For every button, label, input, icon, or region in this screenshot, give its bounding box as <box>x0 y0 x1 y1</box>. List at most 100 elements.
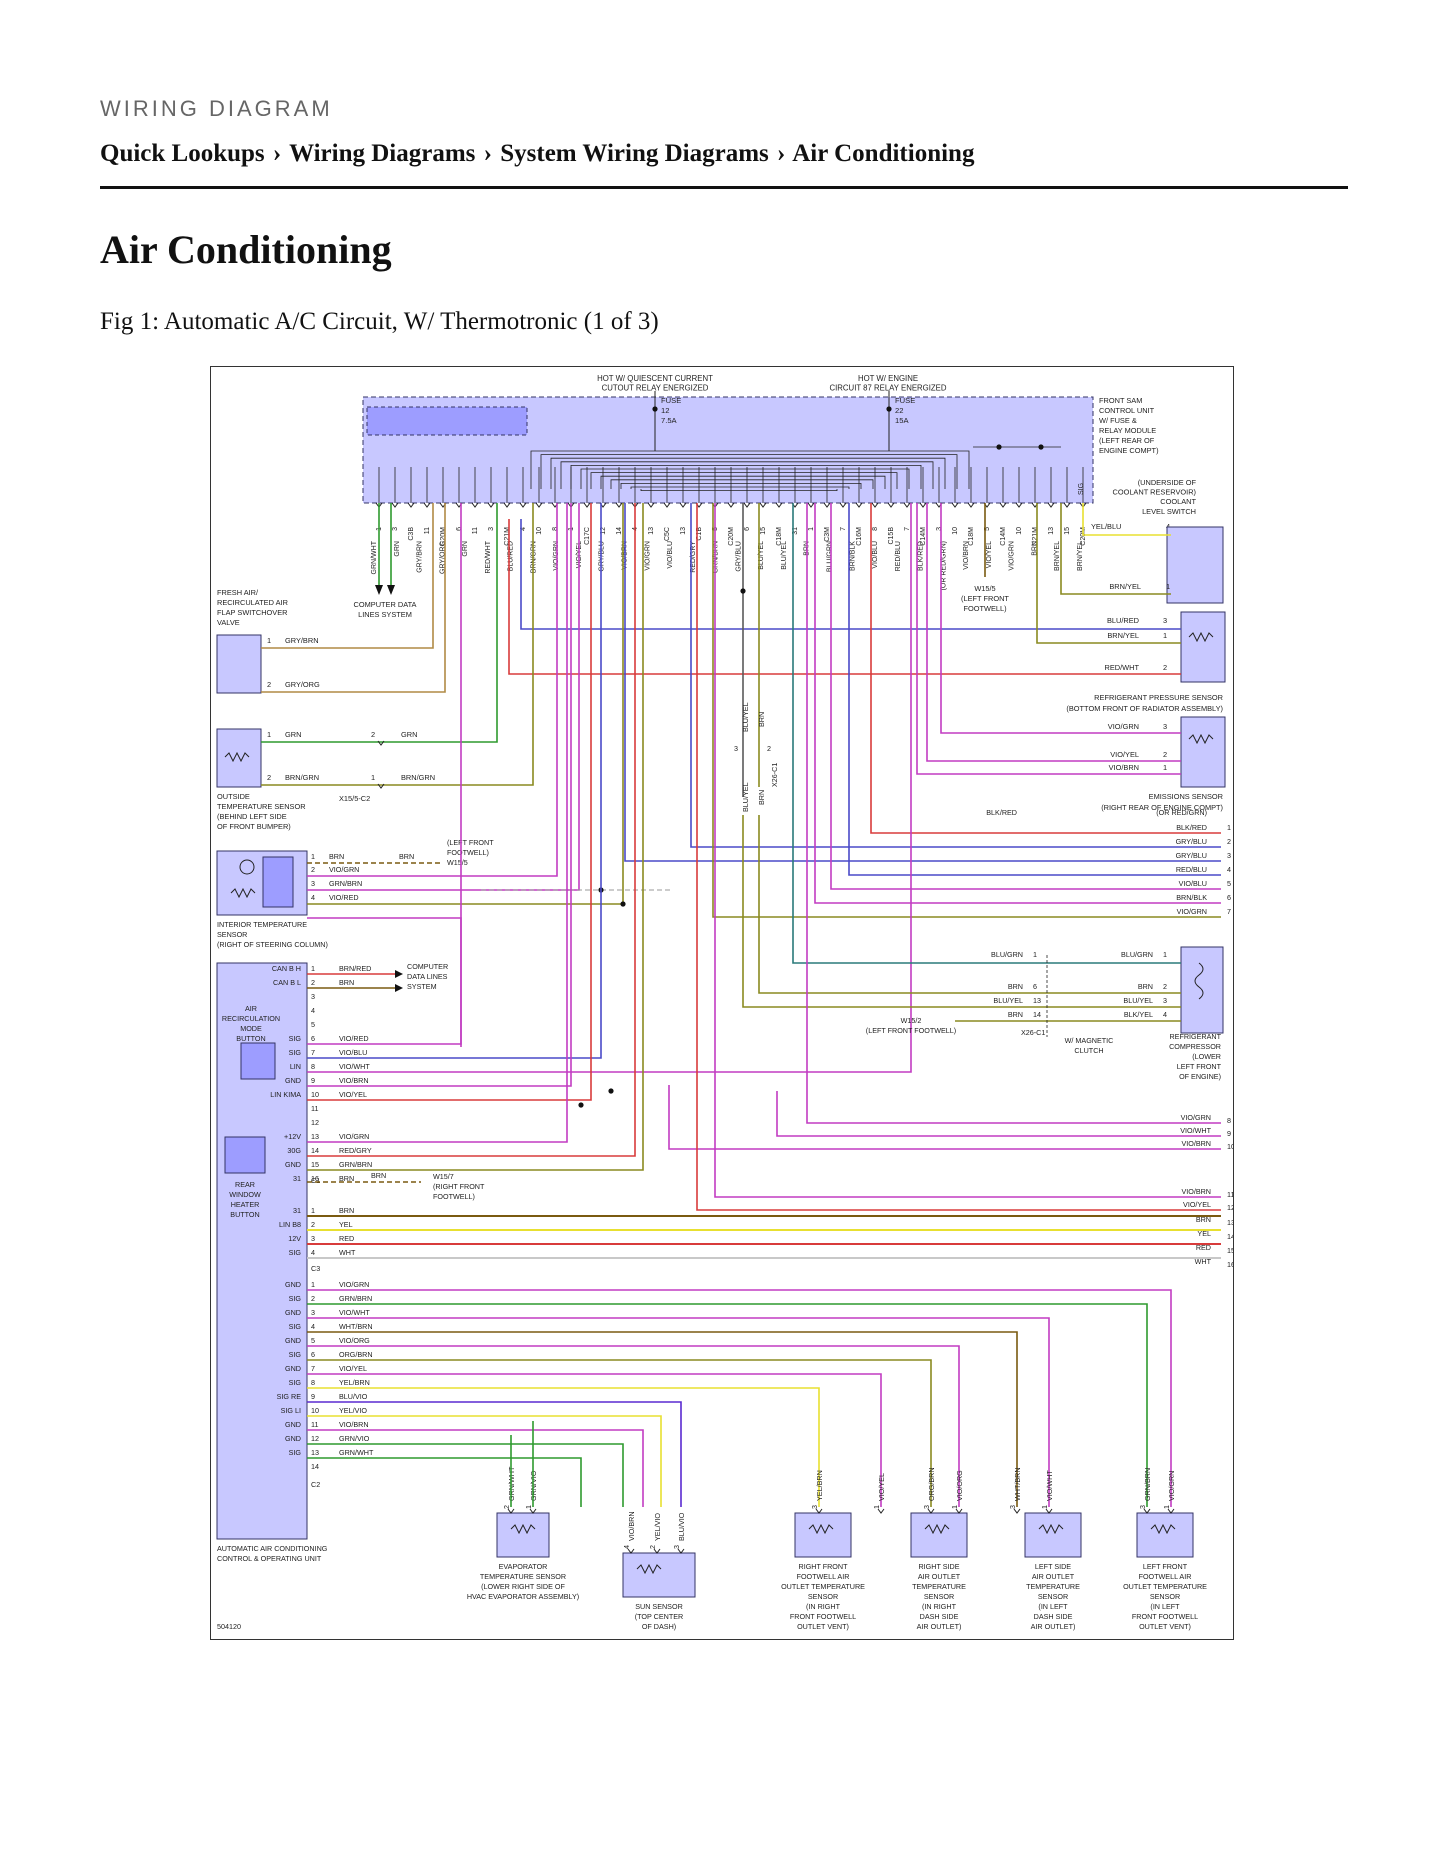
c3-pin-number: 1 <box>311 1206 315 1215</box>
sam-wire-label: BLU/YEL <box>758 541 765 570</box>
breadcrumb-wiring-diagrams[interactable]: Wiring Diagrams <box>289 140 476 167</box>
sam-pin-label: C20M <box>440 527 447 546</box>
interior-sensor-fan-icon <box>239 859 255 875</box>
c1-wire-label: VIO/BLU <box>339 1048 367 1057</box>
sam-wire-label: BLU/YEL <box>781 541 788 570</box>
bottom-sensor-connector <box>627 1548 635 1554</box>
bottom-sensor-connector <box>927 1508 935 1514</box>
sam-pin-label: 5 <box>984 527 991 531</box>
bottom-sensor-rf <box>794 1512 852 1558</box>
w15-5-front-label: (LEFT FRONT <box>961 594 1009 603</box>
continuation-2-wire-label: RED <box>1196 1243 1211 1252</box>
c1-pin-number: 2 <box>311 978 315 987</box>
bottom-sensor-pin: 2 <box>502 1505 511 1509</box>
sam-pin-label: C14M <box>1000 527 1007 546</box>
wire-blu-grn-comp <box>792 503 1181 964</box>
coolant-switch-label: (UNDERSIDE OF <box>1138 478 1197 487</box>
recirc-mode-button-icon <box>240 1042 276 1080</box>
breadcrumb-system-wiring-diagrams[interactable]: System Wiring Diagrams <box>500 140 769 167</box>
c3-pin-number: 3 <box>311 1234 315 1243</box>
bottom-sensor-pin: 3 <box>1138 1505 1147 1509</box>
breadcrumb-quick-lookups[interactable]: Quick Lookups <box>100 140 265 167</box>
c2-pin-number: 1 <box>311 1280 315 1289</box>
c1-wire-label: VIO/BRN <box>339 1076 369 1085</box>
sam-pin-label: 3 <box>488 527 495 531</box>
c2-pin-number: 12 <box>311 1434 319 1443</box>
bottom-sensor-rs <box>910 1512 968 1558</box>
sam-pin-label: 3 <box>392 527 399 531</box>
emissions-sensor-resistor <box>1188 733 1214 745</box>
wire-blu-yel-comp <box>742 815 1181 1008</box>
wire-vio-grn-int <box>307 503 558 877</box>
sam-wire-label: RED/BLU <box>895 541 902 571</box>
fuse-label: 22 <box>895 406 903 415</box>
wire-brn-yel-2 <box>1036 503 1181 644</box>
bottom-sensor-label-ls: (IN LEFT <box>1038 1602 1068 1611</box>
bottom-sensor-label-ls: SENSOR <box>1038 1592 1068 1601</box>
sam-wire-label: BRN <box>1031 541 1038 556</box>
sam-internal-bus <box>580 468 910 489</box>
emissions-sensor-label: (RIGHT REAR OF ENGINE COMPT) <box>1101 803 1223 812</box>
outside-wire-label: BRN/GRN <box>401 773 435 782</box>
sam-wire-label: VIO/BLU <box>872 541 879 569</box>
bottom-sensor-connector <box>507 1508 515 1514</box>
sam-wire-label: GRY/ORG <box>439 541 446 574</box>
outside-pin: 1 <box>371 773 375 782</box>
sam-wire-label: RED/WHT <box>485 540 492 573</box>
sam-pin-connector <box>855 502 863 508</box>
c1-wire-label: VIO/WHT <box>339 1062 370 1071</box>
c1-wire <box>307 503 644 1171</box>
sam-pin-connector <box>423 502 431 508</box>
bottom-sensor-label-rf: FRONT FOOTWELL <box>790 1612 856 1621</box>
interior-pin: 3 <box>311 879 315 888</box>
hot-label-quiescent: CUTOUT RELAY ENERGIZED <box>602 383 709 392</box>
sam-internal-bus <box>600 475 886 489</box>
flap-valve-label: FLAP SWITCHOVER <box>217 608 288 617</box>
outside-sensor-resistor <box>224 751 250 763</box>
c1-pin-number: 14 <box>311 1146 319 1155</box>
c1-pin-number: 13 <box>311 1132 319 1141</box>
coolant-pin-label: 1 <box>1166 582 1170 591</box>
sam-pin-label: C5C <box>664 527 671 541</box>
vertical-pin: 2 <box>767 744 771 753</box>
sam-pin-connector <box>967 502 975 508</box>
c2-pin-number: 6 <box>311 1350 315 1359</box>
c1-wire-label: BRN <box>339 978 354 987</box>
coolant-switch-label: COOLANT <box>1160 497 1196 506</box>
rear-window-label: WINDOW <box>229 1190 261 1199</box>
bottom-sensor-label-rs: SENSOR <box>924 1592 954 1601</box>
bottom-sensor-label-ls: TEMPERATURE <box>1026 1582 1080 1591</box>
bottom-sensor-resistor <box>1150 1523 1176 1535</box>
breadcrumb-air-conditioning[interactable]: Air Conditioning <box>792 140 975 167</box>
sam-pin-connector <box>391 502 399 508</box>
sam-internal-bus <box>550 457 946 489</box>
computer-data-mid-label: DATA LINES <box>407 972 448 981</box>
pressure-pin: 2 <box>1163 663 1167 672</box>
c1-pin-number: 10 <box>311 1090 319 1099</box>
c2-wire <box>307 1387 820 1507</box>
sam-internal-bus <box>560 461 934 489</box>
continuation-1-wire-label: VIO/BLU <box>1179 879 1207 888</box>
computer-data-mid-label: SYSTEM <box>407 982 437 991</box>
sam-pin-connector <box>583 502 591 508</box>
c2-signal-label: GND <box>285 1434 301 1443</box>
coolant-wire-brn-yel <box>1060 503 1171 595</box>
sam-module-label: W/ FUSE & <box>1099 416 1137 425</box>
vertical-wire-label: BRN <box>757 712 766 727</box>
sam-pin-label: 13 <box>1048 527 1055 535</box>
c2-pin-number: 7 <box>311 1364 315 1373</box>
sam-pin-label: C17C <box>584 527 591 545</box>
bottom-sensor-label-rs: TEMPERATURE <box>912 1582 966 1591</box>
c1-signal-label: LIN KIMA <box>270 1090 301 1099</box>
interior-wire-label: VIO/RED <box>329 893 359 902</box>
wire-grn-outside <box>261 503 498 743</box>
breadcrumb: Quick Lookups › Wiring Diagrams › System… <box>100 140 974 168</box>
flap-valve-label: FRESH AIR/ <box>217 588 259 597</box>
bottom-sensor-connector <box>1143 1508 1151 1514</box>
sam-pin-connector <box>807 502 815 508</box>
compressor-coil-icon <box>1194 962 1204 1000</box>
bottom-sensor-resistor <box>1038 1523 1064 1535</box>
bottom-sensor-resistor <box>636 1563 662 1575</box>
node <box>578 1102 584 1108</box>
sam-wire-label: VIO/GRN <box>1009 541 1016 571</box>
